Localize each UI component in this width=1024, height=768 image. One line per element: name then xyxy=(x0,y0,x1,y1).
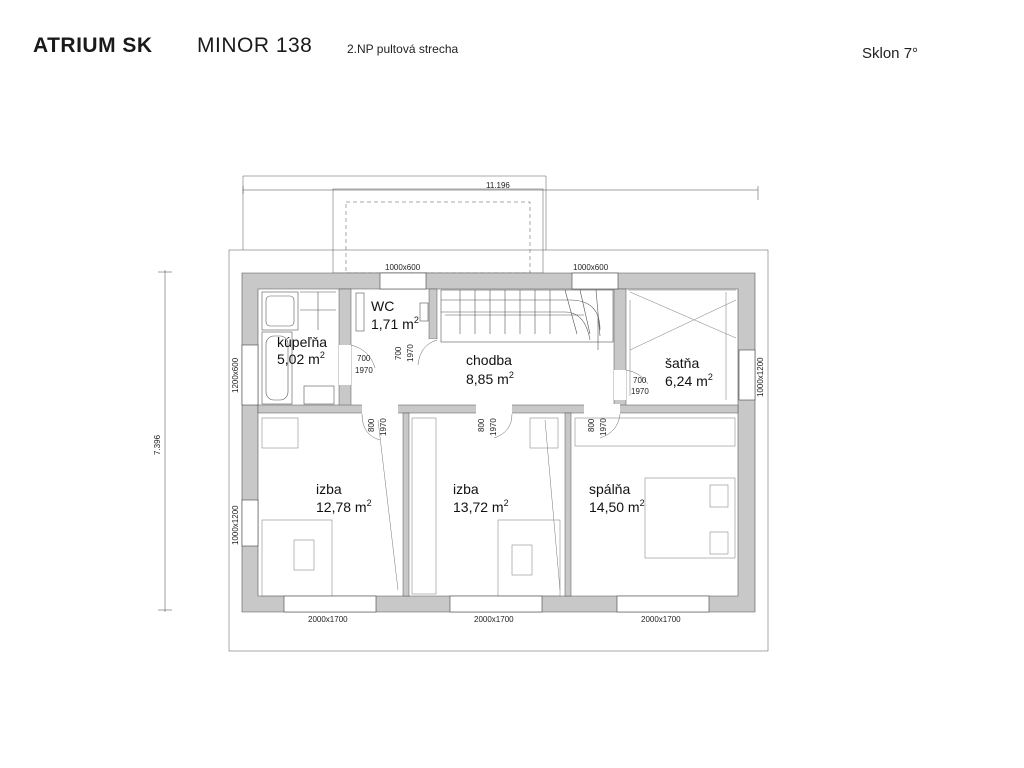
door-height-room-1: 1970 xyxy=(379,418,388,436)
window-label-left-room: 1000x1200 xyxy=(231,505,240,545)
door-width-room-1: 800 xyxy=(367,418,376,432)
door-height-wc: 1970 xyxy=(406,344,415,362)
door-width-room-2: 800 xyxy=(477,418,486,432)
room-area-hallway: 8,85 m2 xyxy=(466,370,514,387)
window-label-bottom-3: 2000x1700 xyxy=(641,615,681,624)
room-name-bathroom: kúpeľňa xyxy=(277,334,327,350)
room-area-room-2: 13,72 m2 xyxy=(453,498,509,515)
room-name-hallway: chodba xyxy=(466,352,512,368)
room-area-wc: 1,71 m2 xyxy=(371,315,419,332)
room-name-bedroom: spálňa xyxy=(589,481,630,497)
exterior-walls xyxy=(241,272,756,613)
room-area-closet: 6,24 m2 xyxy=(665,372,713,389)
door-height-room-2: 1970 xyxy=(489,418,498,436)
skylight-outer xyxy=(332,188,544,274)
window-label-top-left: 1000x600 xyxy=(385,263,421,272)
brand-name: ATRIUM SK xyxy=(33,34,153,57)
staircase xyxy=(440,289,614,350)
model-name: MINOR 138 xyxy=(197,34,313,57)
window-label-closet: 1000x1200 xyxy=(756,357,765,397)
overall-depth-label: 7.396 xyxy=(153,434,162,455)
closet-shelving xyxy=(628,289,737,400)
room-name-wc: WC xyxy=(371,298,394,314)
door-width-wc: 700 xyxy=(394,346,403,360)
bath-fixtures xyxy=(261,291,429,405)
door-width-closet: 700 xyxy=(633,376,647,385)
room-name-room-2: izba xyxy=(453,481,479,497)
door-height-closet: 1970 xyxy=(631,387,649,396)
room-area-room-1: 12,78 m2 xyxy=(316,498,372,515)
door-height-room-3: 1970 xyxy=(599,418,608,436)
upper-projection-outline xyxy=(242,175,547,250)
room-area-bedroom: 14,50 m2 xyxy=(589,498,645,515)
skylight-inner xyxy=(345,201,531,274)
window-openings xyxy=(241,272,756,613)
door-swings xyxy=(350,339,649,441)
door-height-bath: 1970 xyxy=(355,366,373,375)
window-label-top-right: 1000x600 xyxy=(573,263,609,272)
room-name-room-1: izba xyxy=(316,481,342,497)
overall-width-label: 11.196 xyxy=(486,181,510,190)
window-label-bottom-2: 2000x1700 xyxy=(474,615,514,624)
title-block: ATRIUM SK MINOR 138 2.NP pultová strecha… xyxy=(0,0,1024,80)
door-width-room-3: 800 xyxy=(587,418,596,432)
roof-slope-label: Sklon 7° xyxy=(862,45,919,62)
room-name-closet: šatňa xyxy=(665,355,699,371)
dimension-lines xyxy=(158,186,759,612)
window-label-bath: 1200x600 xyxy=(231,357,240,393)
roof-overhang-outline xyxy=(228,249,769,652)
door-width-bath: 700 xyxy=(357,354,371,363)
window-label-bottom-1: 2000x1700 xyxy=(308,615,348,624)
furniture xyxy=(261,417,736,597)
room-area-bathroom: 5,02 m2 xyxy=(277,350,325,367)
door-openings xyxy=(339,339,626,414)
floor-label: 2.NP pultová strecha xyxy=(347,42,459,56)
